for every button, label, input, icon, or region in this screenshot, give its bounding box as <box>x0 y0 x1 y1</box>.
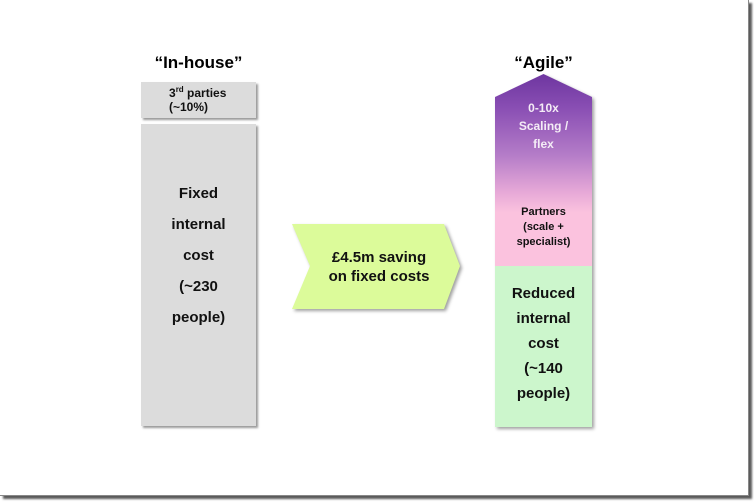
partners-label: Partners (scale + specialist) <box>495 205 592 250</box>
scaling-line: 0-10x <box>528 101 559 115</box>
third-parties-word: parties <box>183 86 227 100</box>
agile-heading: “Agile” <box>514 53 573 72</box>
reduced-internal-cost-box: Reduced internal cost (~140 people) <box>495 266 592 427</box>
fixed-cost-line: Fixed <box>178 184 219 202</box>
saving-chevron-arrow: £4.5m saving on fixed costs <box>292 224 462 312</box>
saving-line: on fixed costs <box>328 267 430 285</box>
fixed-cost-line: people) <box>171 308 226 326</box>
reduced-cost-line: (~140 <box>524 360 563 377</box>
agile-column: 0-10x Scaling / flex Partners (scale + s… <box>495 74 594 430</box>
reduced-cost-line: Reduced <box>511 285 576 302</box>
chevron-shape <box>292 224 460 309</box>
scaling-flex-label: 0-10x Scaling / flex <box>495 99 592 153</box>
fixed-cost-line: (~230 <box>179 277 218 295</box>
saving-line: £4.5m saving <box>331 248 427 266</box>
fixed-cost-line: internal <box>171 215 226 233</box>
third-parties-percent: (~10%) <box>169 100 209 114</box>
fixed-cost-line: cost <box>183 246 214 264</box>
in-house-heading: “In-house” <box>154 53 243 72</box>
reduced-cost-line: internal <box>516 310 571 327</box>
reduced-cost-line: people) <box>516 385 571 402</box>
saving-label: £4.5m saving on fixed costs <box>292 224 460 309</box>
partners-line: (scale + <box>523 221 564 233</box>
reduced-cost-line: cost <box>528 335 559 352</box>
third-parties-number: 3 <box>169 86 176 100</box>
third-parties-line1: 3rd parties <box>169 85 227 101</box>
partners-line: specialist) <box>516 236 571 248</box>
third-parties-ordinal: rd <box>175 85 184 94</box>
slide-canvas: “In-house” 3rd parties (~10%) Fixed inte… <box>0 0 749 496</box>
partners-line: Partners <box>521 206 566 218</box>
scaling-arrow-shape <box>495 74 592 266</box>
fixed-internal-cost-box: Fixed internal cost (~230 people) <box>141 124 256 426</box>
scaling-line: Scaling / <box>518 119 569 133</box>
third-parties-box: 3rd parties (~10%) <box>141 82 256 118</box>
scaling-line: flex <box>533 137 554 151</box>
